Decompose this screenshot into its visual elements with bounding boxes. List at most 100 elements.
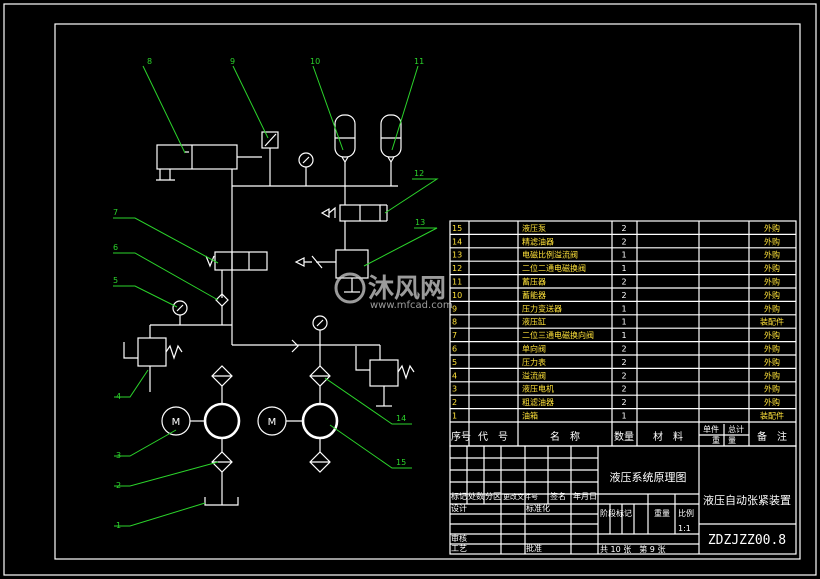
part-no: 14	[452, 237, 462, 246]
part-qty: 2	[621, 398, 626, 407]
leader-lines	[113, 65, 439, 527]
title-block-text: 液压系统原理图 液压自动张紧装置 ZDZJZZ00.8 标记 处数 分区 更改文…	[451, 470, 791, 554]
part-no: 3	[452, 385, 457, 394]
part-name: 蓄压器	[522, 277, 546, 287]
part-no: 7	[452, 331, 457, 340]
part-no: 9	[452, 304, 457, 313]
part-qty: 1	[621, 264, 626, 273]
standardize-label: 标准化	[526, 503, 550, 513]
drawing-frame	[54, 23, 801, 560]
watermark-url: www.mfcad.com	[370, 300, 453, 311]
motor-left-label: M	[172, 417, 181, 428]
part-note: 装配件	[760, 411, 784, 421]
callout-10: 10	[310, 57, 320, 66]
rev-count: 处数	[468, 491, 484, 501]
part-no: 1	[452, 412, 457, 421]
part-qty: 2	[621, 278, 626, 287]
scale-label: 比例	[678, 508, 694, 518]
part-qty: 2	[621, 291, 626, 300]
part-note: 外购	[764, 263, 780, 273]
callout-5: 5	[113, 276, 118, 285]
part-no: 10	[452, 291, 462, 300]
accumulator-2	[380, 114, 402, 186]
part-note: 外购	[764, 303, 780, 313]
parts-header: 序号 代 号 名 称 数量 材 料 单件 总计 重 量 备 注	[451, 424, 787, 445]
pump-left	[203, 402, 241, 440]
part-qty: 2	[621, 371, 626, 380]
check-valve-right	[291, 339, 299, 353]
part-note: 装配件	[760, 317, 784, 327]
part-no: 8	[452, 318, 457, 327]
sheets-label: 共 10 张 第 9 张	[600, 544, 665, 554]
part-note: 外购	[764, 384, 780, 394]
part-note: 外购	[764, 330, 780, 340]
part-qty: 2	[621, 358, 626, 367]
part-qty: 1	[621, 251, 626, 260]
part-no: 15	[452, 224, 462, 233]
part-no: 5	[452, 358, 457, 367]
callout-numbers: 1 2 3 4 5 6 7 8 9 10 11 12 13 14 15	[113, 57, 425, 530]
part-qty: 2	[621, 385, 626, 394]
weight-label: 重量	[654, 508, 670, 518]
callout-2: 2	[116, 481, 121, 490]
part-note: 外购	[764, 370, 780, 380]
hdr-seq: 序号	[451, 430, 471, 443]
rev-date: 年月日	[573, 491, 597, 501]
hdr-remark: 备 注	[757, 430, 787, 443]
part-no: 6	[452, 345, 457, 354]
callout-1: 1	[116, 521, 121, 530]
part-note: 外购	[764, 397, 780, 407]
callout-4: 4	[116, 392, 121, 401]
process-label: 工艺	[451, 544, 467, 553]
hdr-qty: 数量	[614, 430, 634, 443]
part-note: 外购	[764, 277, 780, 287]
title-block	[449, 445, 797, 555]
callout-6: 6	[113, 243, 118, 252]
pump-right	[301, 402, 339, 440]
hdr-code: 代 号	[478, 431, 508, 443]
accumulator-1	[334, 114, 356, 186]
part-note: 外购	[764, 290, 780, 300]
hdr-total: 总计	[728, 424, 744, 434]
rev-doc: 更改文件号	[503, 492, 538, 501]
part-name: 液压缸	[522, 317, 546, 327]
relief-valve-left	[123, 325, 183, 392]
oil-tank	[204, 497, 239, 506]
callout-14: 14	[396, 414, 406, 423]
part-note: 外购	[764, 357, 780, 367]
rev-sign: 签名	[550, 491, 566, 501]
fine-filter-right	[309, 365, 331, 387]
part-name: 压力表	[522, 357, 546, 367]
solenoid-valve-2-2	[320, 186, 388, 250]
motor-right-label: M	[268, 417, 277, 428]
scale-value: 1:1	[678, 524, 691, 533]
part-name: 粗滤油器	[522, 397, 554, 407]
product-name: 液压自动张紧装置	[703, 493, 791, 507]
part-name: 液压电机	[522, 384, 554, 394]
hdr-weight: 重 量	[712, 435, 736, 445]
coarse-filter-left	[211, 451, 233, 473]
part-name: 压力变送器	[522, 303, 562, 313]
part-name: 蓄能器	[522, 290, 546, 300]
part-no: 4	[452, 371, 457, 380]
proportional-relief-valve	[294, 249, 369, 293]
drawing-code: ZDZJZZ00.8	[708, 533, 786, 548]
callout-9: 9	[230, 57, 235, 66]
schematic: M M	[123, 114, 415, 506]
part-qty: 1	[621, 412, 626, 421]
part-no: 2	[452, 398, 457, 407]
part-no: 13	[452, 251, 462, 260]
part-qty: 2	[621, 345, 626, 354]
design-label: 设计	[451, 503, 467, 513]
callout-8: 8	[147, 57, 152, 66]
outer-frame	[3, 3, 817, 576]
part-name: 电磁比例溢流阀	[522, 250, 578, 260]
callout-13: 13	[415, 218, 425, 227]
part-qty: 1	[621, 331, 626, 340]
hydraulic-cylinder	[156, 144, 262, 186]
part-note: 外购	[764, 250, 780, 260]
part-no: 12	[452, 264, 462, 273]
part-qty: 1	[621, 304, 626, 313]
approve-label: 批准	[526, 543, 542, 553]
